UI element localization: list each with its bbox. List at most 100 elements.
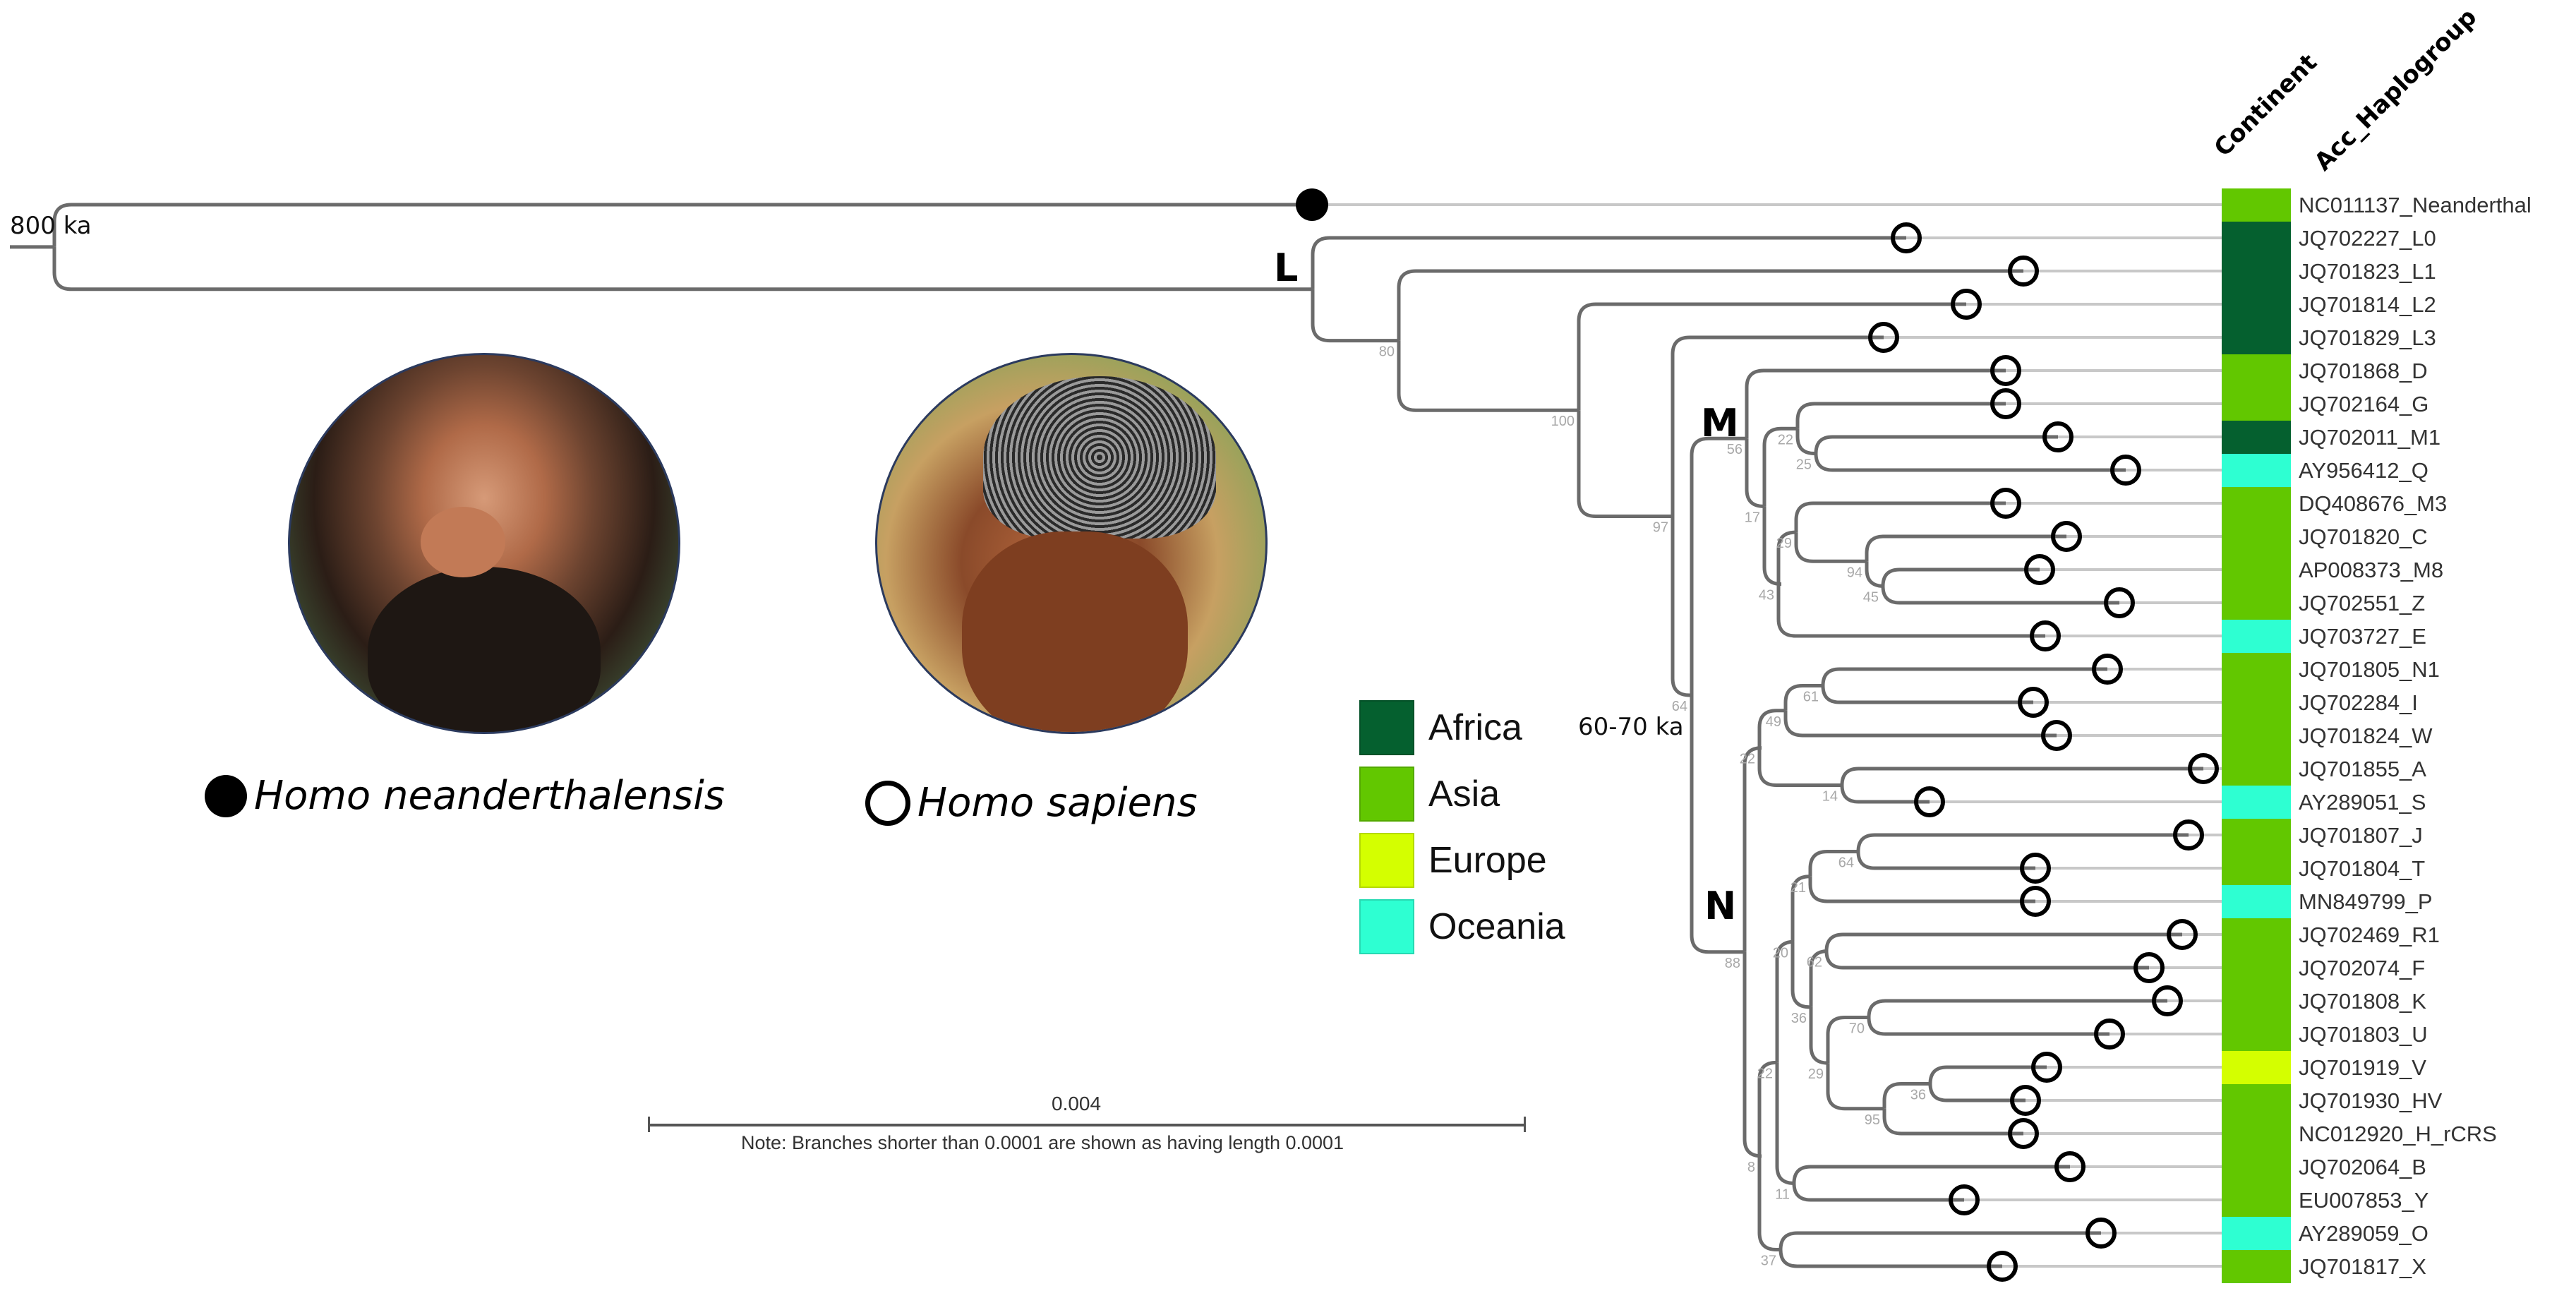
- tree-branch: [1856, 851, 2035, 870]
- tip-label: JQ701823_L1: [2299, 259, 2436, 284]
- tree-branch: [1745, 438, 1764, 508]
- scale-bar-value: 0.004: [1052, 1093, 1102, 1114]
- tree-branch: [1867, 1017, 2109, 1036]
- continent-cell: [2222, 719, 2291, 752]
- tree-branch: [1808, 850, 1858, 877]
- legend-item-oceania: Oceania: [1359, 899, 1565, 954]
- sapiens-marker-icon: [1914, 786, 1945, 817]
- tree-branch: [1865, 561, 1884, 588]
- tree-branch: [1882, 1108, 2023, 1136]
- tree-branch: [1671, 335, 1884, 517]
- tip-label: JQ702284_I: [2299, 690, 2418, 715]
- tree-branch: [1824, 932, 2182, 951]
- sapiens-marker-icon: [2042, 421, 2074, 452]
- tree-branch: [1743, 746, 1762, 952]
- sapiens-marker-icon: [2020, 886, 2051, 917]
- legend-label: Europe: [1428, 840, 1547, 881]
- continent-cell: [2222, 1250, 2291, 1283]
- continent-cell: [2222, 951, 2291, 985]
- filled-circle-icon: [205, 774, 247, 817]
- sapiens-marker-icon: [2133, 952, 2165, 983]
- tip-label: JQ702469_R1: [2299, 923, 2440, 947]
- tree-branch: [1795, 402, 2006, 429]
- tip-label: JQ701820_C: [2299, 524, 2428, 549]
- tree-branch: [1783, 684, 1823, 711]
- continent-cell: [2222, 1084, 2291, 1117]
- bootstrap-value: 25: [1796, 457, 1812, 473]
- tree-branch: [52, 203, 1312, 247]
- tip-label: JQ701868_D: [2299, 359, 2428, 383]
- continent-cell: [2222, 1150, 2291, 1184]
- species-label: Homo sapiens: [917, 780, 1198, 826]
- tree-branch: [1792, 1165, 2070, 1184]
- tip-label: DQ408676_M3: [2299, 491, 2448, 516]
- bootstrap-value: 43: [1759, 588, 1774, 603]
- tree-branch: [1783, 710, 2057, 738]
- legend-item-asia: Asia: [1359, 767, 1500, 822]
- tree-branch: [1826, 1063, 1884, 1111]
- continent-cell: [2222, 288, 2291, 321]
- tip-label: JQ701808_K: [2299, 989, 2426, 1014]
- sapiens-marker-icon: [2092, 654, 2123, 685]
- bootstrap-value: 94: [1847, 565, 1862, 580]
- split-age-label: 60-70 ka: [1578, 713, 1684, 741]
- tree-branch: [1865, 534, 2066, 562]
- sapiens-marker-icon: [2104, 587, 2135, 618]
- tree-branch: [1881, 586, 2119, 605]
- sapiens-marker-icon: [2054, 1151, 2086, 1182]
- continent-cell: [2222, 786, 2291, 819]
- tip-label: JQ701829_L3: [2299, 325, 2436, 350]
- tip-label: EU007853_Y: [2299, 1188, 2429, 1213]
- bootstrap-value: 29: [1808, 1066, 1824, 1082]
- tree-branch: [1928, 1083, 2026, 1102]
- species-legend-neanderthal: Homo neanderthalensis: [205, 773, 725, 819]
- legend-swatch: [1359, 767, 1414, 822]
- continent-cell: [2222, 454, 2291, 487]
- tree-branch: [1311, 289, 1399, 343]
- continent-cell: [2222, 487, 2291, 520]
- bootstrap-value: 80: [1379, 344, 1395, 360]
- continent-cell: [2222, 985, 2291, 1018]
- tip-label: AY289059_O: [2299, 1221, 2428, 1246]
- tree-branch: [1808, 876, 2035, 903]
- bootstrap-value: 64: [1838, 855, 1854, 871]
- tip-label: JQ702064_B: [2299, 1155, 2426, 1179]
- tree-branch: [1826, 1016, 1869, 1064]
- sapiens-marker-icon: [2051, 521, 2082, 552]
- tree-branch: [1867, 999, 2167, 1018]
- sapiens-marker-icon: [1987, 1251, 2018, 1282]
- sapiens-marker-icon: [2041, 720, 2072, 751]
- continent-cell: [2222, 387, 2291, 421]
- bootstrap-value: 11: [1775, 1187, 1790, 1203]
- legend-item-africa: Africa: [1359, 700, 1522, 755]
- tree-branch: [1757, 747, 1842, 787]
- tip-label: JQ701824_W: [2299, 723, 2433, 748]
- tip-label: JQ702074_F: [2299, 956, 2426, 980]
- tip-label: JQ702164_G: [2299, 392, 2429, 416]
- bootstrap-value: 36: [1910, 1088, 1926, 1103]
- tree-branch: [52, 246, 1313, 292]
- tree-branch: [1690, 695, 1745, 954]
- sapiens-marker-icon: [1951, 289, 1982, 320]
- sapiens-marker-icon: [2020, 853, 2051, 884]
- species-legend-sapiens: Homo sapiens: [865, 780, 1198, 826]
- tree-branch: [1762, 506, 1782, 587]
- bootstrap-value: 61: [1803, 690, 1819, 705]
- sapiens-marker-icon: [1891, 222, 1922, 253]
- root-age-label: 800 ka: [10, 212, 92, 240]
- tree-branch: [1757, 709, 1786, 748]
- bootstrap-value: 37: [1761, 1254, 1776, 1269]
- bootstrap-value: 21: [1790, 880, 1806, 896]
- continent-cell: [2222, 553, 2291, 587]
- tree-branch: [1762, 426, 1798, 507]
- homo-sapiens-portrait: [875, 353, 1268, 734]
- continent-cell: [2222, 222, 2291, 255]
- legend-label: Asia: [1428, 774, 1500, 815]
- legend-swatch: [1359, 899, 1414, 954]
- sapiens-marker-icon: [2024, 554, 2055, 585]
- sapiens-marker-icon: [2173, 819, 2204, 851]
- tree-branch: [1840, 767, 2203, 786]
- tree-branch: [1778, 1231, 2101, 1250]
- sapiens-marker-icon: [2030, 620, 2061, 651]
- bootstrap-value: 88: [1725, 956, 1740, 971]
